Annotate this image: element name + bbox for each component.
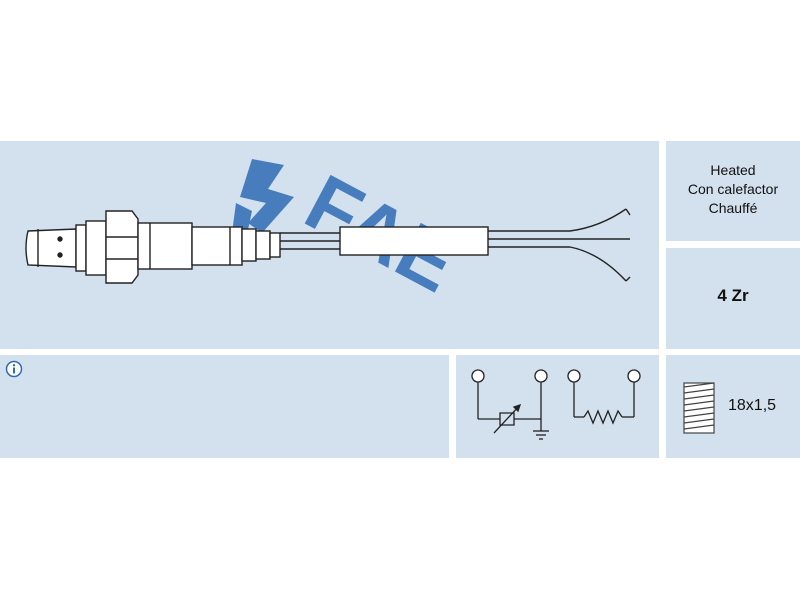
heated-label: Heated Con calefactor Chauffé <box>666 161 800 218</box>
oxygen-sensor-illustration: FAE <box>25 157 631 309</box>
thread-icon <box>683 382 715 434</box>
info-icon[interactable] <box>5 360 23 378</box>
product-image-panel: FAE <box>0 141 659 349</box>
connector-cell: 4 Zr <box>666 248 800 349</box>
heated-line-es: Con calefactor <box>687 181 779 197</box>
sensor-body <box>25 210 281 284</box>
heated-line-en: Heated <box>710 162 756 178</box>
thread-size: 18x1,5 <box>728 397 777 414</box>
sensor-heater-circuit-icon <box>471 369 641 440</box>
connector-value: 4 Zr <box>717 286 749 305</box>
wire-sleeve <box>339 226 489 256</box>
heated-cell: Heated Con calefactor Chauffé <box>666 141 800 241</box>
sensor-wires <box>280 208 631 282</box>
circuit-cell <box>456 355 659 458</box>
thread-cell: 18x1,5 <box>666 355 800 458</box>
heated-line-fr: Chauffé <box>708 200 758 216</box>
info-cell <box>0 355 449 458</box>
